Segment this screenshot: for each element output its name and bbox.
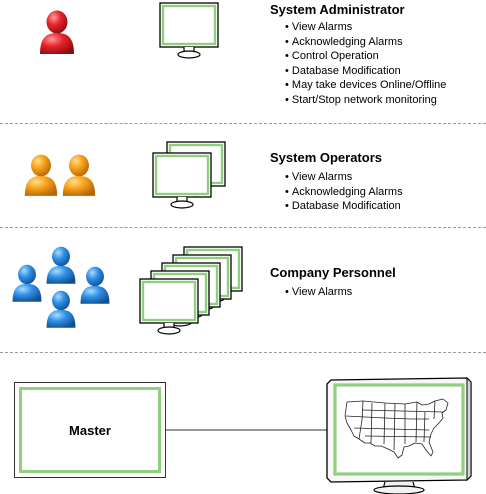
- permission-item: View Alarms: [285, 285, 352, 300]
- permission-list: View Alarms Acknowledging Alarms Control…: [285, 20, 446, 108]
- permission-item: Start/Stop network monitoring: [285, 93, 446, 108]
- section-divider: [0, 227, 486, 228]
- master-label: Master: [69, 422, 111, 438]
- section-divider: [0, 123, 486, 124]
- person-icon: [24, 154, 58, 196]
- monitor-icon: [139, 278, 199, 336]
- permission-item: Acknowledging Alarms: [285, 185, 403, 200]
- monitor-icon: [159, 2, 219, 60]
- large-monitor-icon: [326, 376, 472, 494]
- permission-item: Control Operation: [285, 49, 446, 64]
- person-icon: [62, 154, 96, 196]
- role-title: Company Personnel: [270, 265, 396, 280]
- role-title: System Operators: [270, 150, 382, 165]
- person-icon: [80, 266, 110, 304]
- permission-list: View Alarms: [285, 285, 352, 300]
- permission-item: View Alarms: [285, 170, 403, 185]
- role-title: System Administrator: [270, 2, 405, 17]
- permission-item: Database Modification: [285, 64, 446, 79]
- monitor-icon: [152, 152, 212, 210]
- us-map-icon: [344, 398, 449, 459]
- section-divider: [0, 352, 486, 353]
- person-icon: [46, 246, 76, 284]
- person-icon: [46, 290, 76, 328]
- permission-item: View Alarms: [285, 20, 446, 35]
- permission-item: Database Modification: [285, 199, 403, 214]
- connection-line: [166, 429, 336, 431]
- master-box: Master: [14, 382, 166, 478]
- person-icon: [12, 264, 42, 302]
- permission-list: View Alarms Acknowledging Alarms Databas…: [285, 170, 403, 214]
- person-icon: [37, 8, 77, 56]
- permission-item: Acknowledging Alarms: [285, 35, 446, 50]
- permission-item: May take devices Online/Offline: [285, 78, 446, 93]
